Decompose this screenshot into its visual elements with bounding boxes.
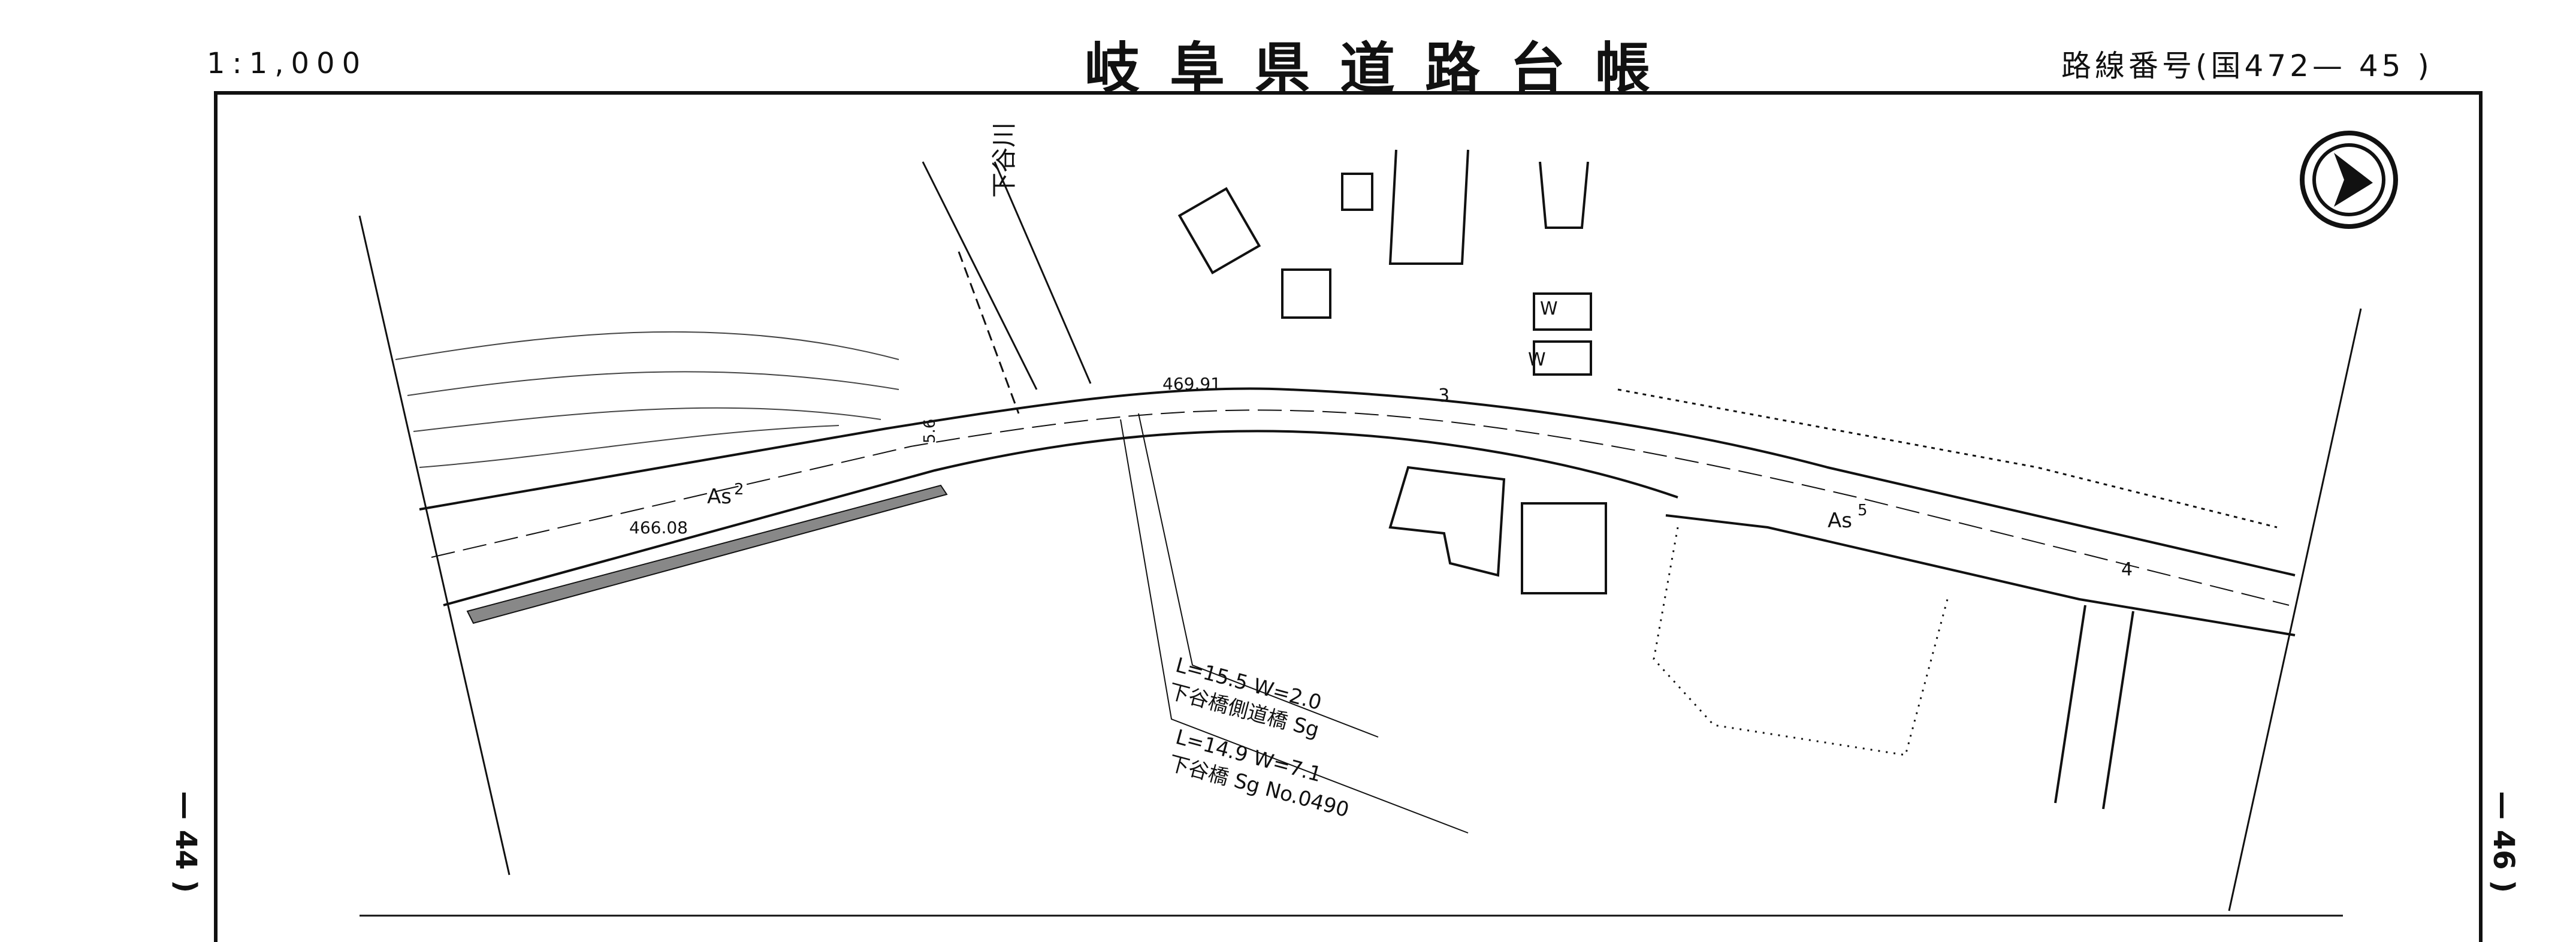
surface-num-left: 2 (734, 481, 744, 499)
river-name: 下谷川 (989, 122, 1019, 198)
section-label-mid: 3 (1438, 385, 1449, 406)
building-label-w2: W (1528, 349, 1546, 370)
page-title: 岐阜県道路台帳 (1085, 36, 1681, 101)
dotted-parcel (1653, 527, 1949, 756)
elevation-label-1: 469.91 (1162, 374, 1221, 394)
adjacent-sheet-left: — 44 ) (169, 791, 203, 893)
sidewalk-hatch (466, 484, 948, 624)
surface-label-right: As (1828, 509, 1852, 533)
route-number: 路線番号(国472— 45 ) (2061, 49, 2433, 83)
main-road (419, 387, 2296, 636)
map-boundary-right (2228, 308, 2362, 911)
map-boundary-left (358, 215, 511, 875)
map-scale: 1:1,000 (207, 47, 368, 80)
building-label-w1: W (1540, 298, 1558, 319)
contour-lines (395, 331, 899, 468)
section-label-right: 4 (2121, 559, 2133, 580)
section-label-left: 5.6 (921, 419, 939, 443)
guard-rail (1617, 388, 2278, 529)
side-road (2054, 605, 2134, 810)
river-label: 下谷川 (989, 122, 1019, 198)
adjacent-sheet-right: — 46 ) (2487, 791, 2520, 893)
map-frame (214, 91, 2483, 942)
bridge-leaders (1120, 413, 1469, 834)
elevation-label-2: 466.08 (629, 518, 688, 538)
surface-num-right: 5 (1858, 502, 1868, 520)
buildings (1177, 149, 1607, 594)
surface-label-left: As (707, 485, 732, 509)
north-arrow-icon (2300, 131, 2398, 229)
river (922, 161, 1092, 414)
road-centerline (431, 409, 2290, 606)
